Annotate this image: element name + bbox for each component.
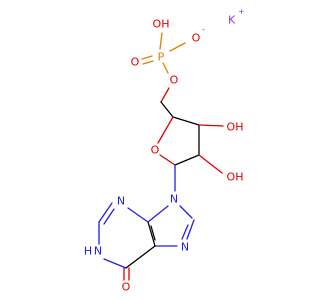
bond-c2-oh (198, 154, 223, 174)
bond-c6-c5 (125, 245, 156, 269)
bond-oring-c4 (157, 116, 174, 144)
bond-p-o-double-b (142, 60, 154, 65)
bond-c5-c4 (160, 101, 174, 118)
atom-k-charge: + (238, 7, 245, 16)
bond-n9-c8 (179, 205, 193, 219)
bond-n3-c2-a (98, 202, 113, 223)
bond-c4p-n9 (147, 205, 169, 223)
atom-o-double: O (131, 56, 140, 69)
atom-o-minus: O (192, 32, 201, 45)
bond-c5-c4p-inner (150, 225, 156, 241)
atom-h-n1: H (84, 245, 92, 258)
bond-layer (98, 32, 224, 281)
bond-p-oester (162, 62, 169, 74)
bond-p-oh (159, 32, 163, 50)
atom-n7: N (181, 241, 189, 254)
atom-o-ring: O (151, 144, 160, 157)
atom-o-ester: O (170, 74, 179, 87)
atom-oh-c3: OH (227, 121, 244, 134)
bond-n1-c6 (103, 258, 127, 269)
bond-c8-n7-a (186, 219, 195, 240)
bond-c2-c1 (174, 154, 200, 166)
atom-n3: N (117, 195, 125, 208)
bond-c5-c4p (147, 221, 156, 247)
atom-oh-c2: OH (227, 171, 244, 184)
bond-c4p-n3 (127, 207, 149, 223)
bond-c1-oring (159, 154, 176, 166)
bond-p-ominus (169, 42, 186, 52)
bond-c4-c3 (172, 116, 200, 126)
bond-oester-c5 (160, 87, 170, 103)
bond-c8-n7-b (181, 224, 189, 240)
structure-canvas: K + OH O - P O O O OH OH N N N H N O (84, 7, 245, 294)
atom-k: K (228, 14, 236, 27)
atom-o-carbonyl: O (122, 281, 131, 294)
atom-p: P (158, 51, 165, 64)
bond-n3-c2-b (103, 208, 115, 225)
atom-label-layer: K + OH O - P O O O OH OH N N N H N O (84, 7, 245, 294)
atom-n1: N (94, 245, 102, 258)
bond-p-o-double-a (141, 55, 153, 60)
atom-oh-phosphate: OH (153, 18, 170, 31)
bond-c3-oh (198, 124, 224, 127)
molecule-diagram: K + OH O - P O O O OH OH N N N H N O (84, 7, 245, 294)
atom-n9: N (170, 193, 178, 206)
atom-o-minus-charge: - (202, 25, 205, 34)
